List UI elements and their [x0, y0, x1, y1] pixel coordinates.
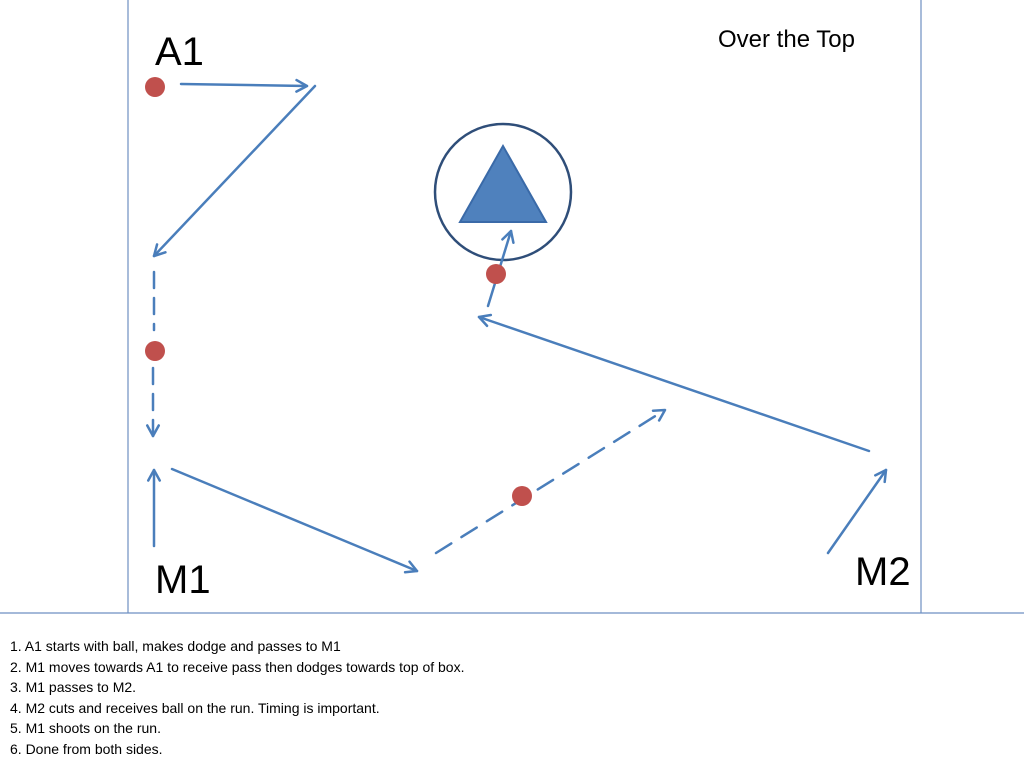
m1-dodge-arrow-head: [403, 560, 419, 574]
a1-pass-arrow: [152, 84, 317, 258]
ball-a1: [145, 77, 165, 97]
instruction-step-4: 4. M2 cuts and receives ball on the run.…: [10, 699, 380, 716]
instruction-step-6: 6. Done from both sides.: [10, 740, 163, 757]
m1-pass-dash-head: [651, 408, 667, 422]
player-label-m1: M1: [155, 558, 211, 602]
m2-cut-arrow-head: [874, 468, 888, 484]
diagram-title: Over the Top: [718, 26, 855, 53]
instructions-list: 1. A1 starts with ball, makes dodge and …: [10, 636, 1010, 759]
instruction-step-5: 5. M1 shoots on the run.: [10, 720, 161, 736]
ball-pass-to-m2: [512, 486, 532, 506]
goal-triangle: [458, 143, 548, 223]
player-label-m2: M2: [855, 550, 911, 594]
ball-shot: [486, 264, 506, 284]
m1-dodge-arrow: [170, 467, 419, 573]
m2-run-arrow-head: [477, 313, 493, 328]
shot-arrow-head: [501, 229, 515, 245]
instruction-step-2: 2. M1 moves towards A1 to receive pass t…: [10, 658, 465, 675]
a1-dodge-arrow: [179, 82, 309, 88]
m1-pass-dash: [434, 408, 667, 555]
m1-move-arrow-head: [146, 468, 162, 482]
m2-cut-arrow: [826, 468, 888, 555]
m1-receive-dash-lower-head: [145, 424, 161, 438]
a1-dodge-arrow-head: [295, 78, 309, 93]
ball-m1-catch: [145, 341, 165, 361]
a1-pass-arrow-head: [152, 243, 167, 258]
player-label-a1: A1: [155, 30, 204, 74]
m2-run-arrow: [477, 315, 871, 453]
play-diagram: Over the Top A1 M1 M2: [0, 0, 1024, 614]
instruction-step-3: 3. M1 passes to M2.: [10, 679, 137, 695]
instruction-step-1: 1. A1 starts with ball, makes dodge and …: [10, 638, 341, 654]
